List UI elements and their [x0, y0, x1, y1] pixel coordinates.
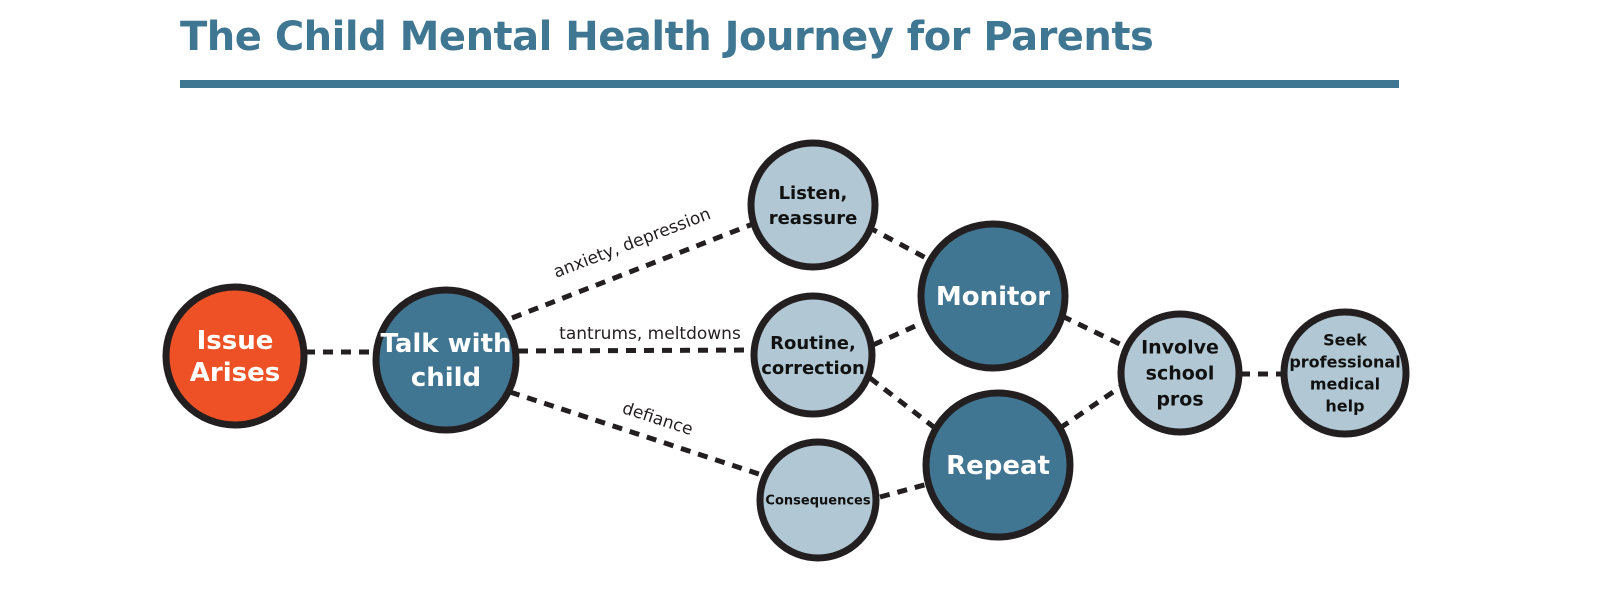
routine-correction-label-line: correction	[761, 358, 865, 379]
monitor-label-line: Monitor	[936, 282, 1050, 312]
repeat-label-line: Repeat	[946, 451, 1050, 481]
edge-routine-to-monitor	[871, 320, 924, 348]
seek-professional-help-label-line: professional	[1289, 353, 1400, 372]
involve-school-pros-label-line: pros	[1156, 389, 1203, 411]
consequences-circle	[756, 438, 880, 562]
page-title: The Child Mental Health Journey for Pare…	[180, 14, 1154, 60]
node-involve-school-pros: Involve school pros	[1117, 310, 1243, 436]
issue-arises-label-line: Arises	[190, 358, 280, 388]
listen-reassure-label-line: Listen,	[779, 183, 848, 204]
routine-correction-circle	[750, 292, 876, 418]
routine-correction-label-line: Routine,	[770, 333, 856, 354]
repeat-circle	[922, 389, 1074, 541]
node-talk-with-child: Talk with child	[372, 286, 520, 434]
listen-reassure-circle	[747, 139, 879, 271]
involve-school-pros-label-line: Involve	[1141, 337, 1219, 359]
seek-professional-help-circle	[1280, 308, 1410, 438]
node-repeat: Repeat	[922, 389, 1074, 541]
edge-talk-to-listen	[511, 219, 759, 321]
node-consequences: Consequences	[756, 438, 880, 562]
edge-talk-to-routine	[517, 347, 759, 354]
seek-professional-help-label-line: medical	[1310, 375, 1380, 394]
node-monitor: Monitor	[917, 220, 1069, 372]
edge-consequences-to-repeat	[879, 481, 929, 500]
edge-routine-to-repeat	[868, 376, 937, 430]
involve-school-pros-label-line: school	[1146, 363, 1215, 385]
node-seek-professional-help: Seek professional medical help	[1280, 308, 1410, 438]
talk-with-child-label-line: Talk with	[380, 329, 511, 359]
seek-professional-help-label-line: help	[1325, 397, 1364, 416]
edge-repeat-to-involve	[1058, 383, 1124, 431]
edge-labels-layer: anxiety, depression tantrums, meltdowns …	[551, 204, 741, 440]
issue-arises-label-line: Issue	[197, 326, 274, 356]
monitor-circle	[917, 220, 1069, 372]
consequences-label-line: Consequences	[765, 494, 870, 509]
edge-monitor-to-involve	[1060, 313, 1130, 351]
talk-with-child-label-line: child	[411, 363, 481, 393]
node-listen-reassure: Listen, reassure	[747, 139, 879, 271]
edge-listen-to-monitor	[866, 224, 928, 261]
edges-layer	[305, 219, 1286, 500]
seek-professional-help-label-line: Seek	[1323, 331, 1367, 350]
issue-arises-circle	[162, 283, 308, 429]
edge-talk-to-consequences	[509, 389, 766, 479]
listen-reassure-label-line: reassure	[769, 208, 858, 229]
title-underline	[180, 80, 1399, 88]
involve-school-pros-circle	[1117, 310, 1243, 436]
edge-label-tantrums-meltdowns: tantrums, meltdowns	[559, 324, 741, 344]
talk-with-child-circle	[372, 286, 520, 434]
node-routine-correction: Routine, correction	[750, 292, 876, 418]
